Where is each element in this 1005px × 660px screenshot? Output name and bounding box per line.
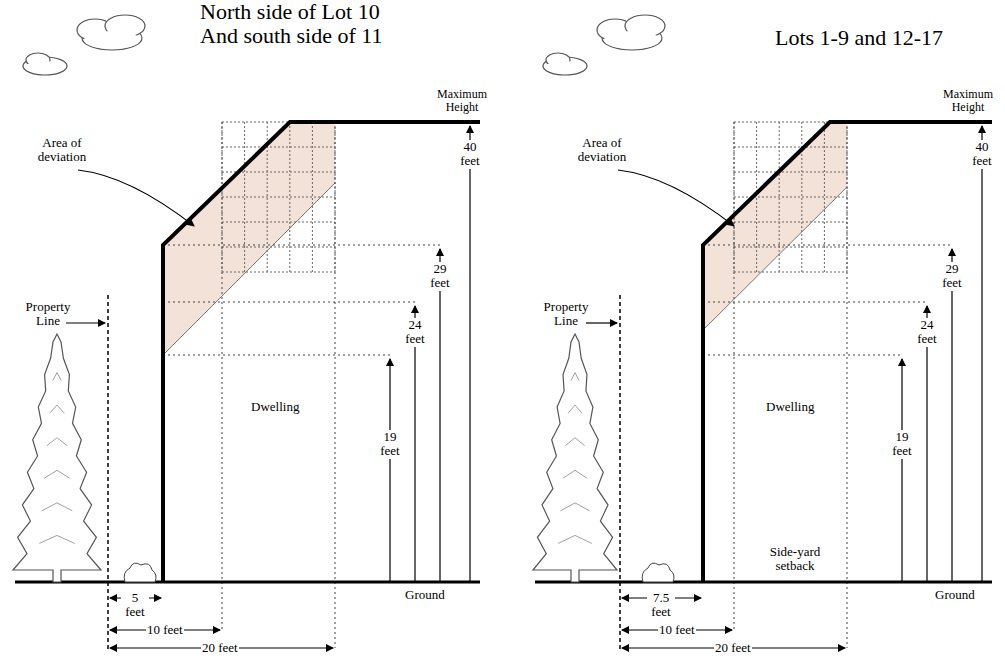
dwelling-label: Dwelling (251, 400, 299, 414)
tree (13, 334, 617, 582)
dwelling-label: Dwelling (766, 400, 814, 414)
dimension-label: 10 feet (658, 623, 696, 637)
dimension-label: 20 feet (714, 641, 752, 655)
area-label: Area of deviation (30, 136, 94, 165)
dimension-label: 40 feet (456, 140, 484, 169)
ground-label: Ground (935, 588, 975, 602)
panel-heading: Lots 1-9 and 12-17 (775, 26, 943, 50)
area-label: Area of deviation (570, 136, 634, 165)
property-line-label: Property Line (20, 300, 76, 329)
height-label: Maximum Height (938, 88, 998, 114)
property-line-label: Property Line (538, 300, 594, 329)
height-label: Maximum Height (432, 88, 492, 114)
cloud (23, 15, 145, 75)
dimension-label: 19 feet (888, 430, 916, 459)
cloud (543, 15, 665, 75)
dimension-label: 29 feet (426, 262, 454, 291)
dimension-label: 24 feet (913, 318, 941, 347)
dimension-label: 20 feet (201, 641, 239, 655)
deviation-area (163, 122, 335, 355)
grid (222, 122, 335, 272)
dimension-label: 7.5 feet (647, 591, 675, 620)
dimension-label: 10 feet (146, 623, 184, 637)
dimension-label: 24 feet (401, 318, 429, 347)
dimension-label: 40 feet (968, 140, 996, 169)
setback-label: Side-yard setback (759, 545, 831, 574)
dimension-label: 5 feet (121, 591, 149, 620)
dimension-label: 19 feet (376, 430, 404, 459)
panel-heading: North side of Lot 10 And south side of 1… (200, 0, 415, 48)
ground-label: Ground (405, 588, 445, 602)
dimension-label: 29 feet (938, 262, 966, 291)
